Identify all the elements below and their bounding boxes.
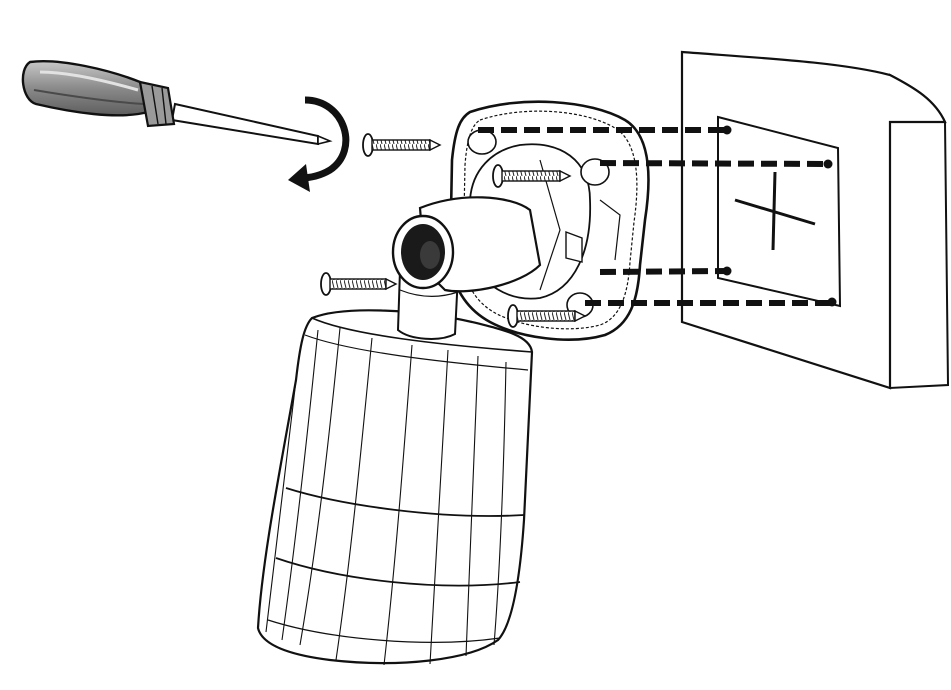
guide-line-bottom-left: [599, 268, 728, 275]
screw-1: [362, 133, 442, 157]
wall: [680, 50, 950, 390]
clockwise-arrow-icon: [288, 96, 350, 192]
template-cross-vertical: [771, 171, 777, 251]
screw-4: [507, 304, 587, 328]
housing-segments: [265, 327, 507, 666]
screw-2: [492, 164, 572, 188]
screw-icon: [320, 133, 587, 328]
alignment-guides: [478, 127, 832, 306]
mounting-template: [717, 115, 842, 308]
hole-marker-top-left: [722, 125, 732, 135]
guide-line-top-right: [599, 160, 829, 167]
camera-housing: [256, 309, 534, 666]
screw-3: [320, 272, 398, 296]
housing-outline: [256, 309, 534, 665]
hole-marker-top-right: [823, 159, 833, 169]
mount-arm: [391, 196, 542, 293]
screwdriver-icon: [21, 60, 333, 146]
